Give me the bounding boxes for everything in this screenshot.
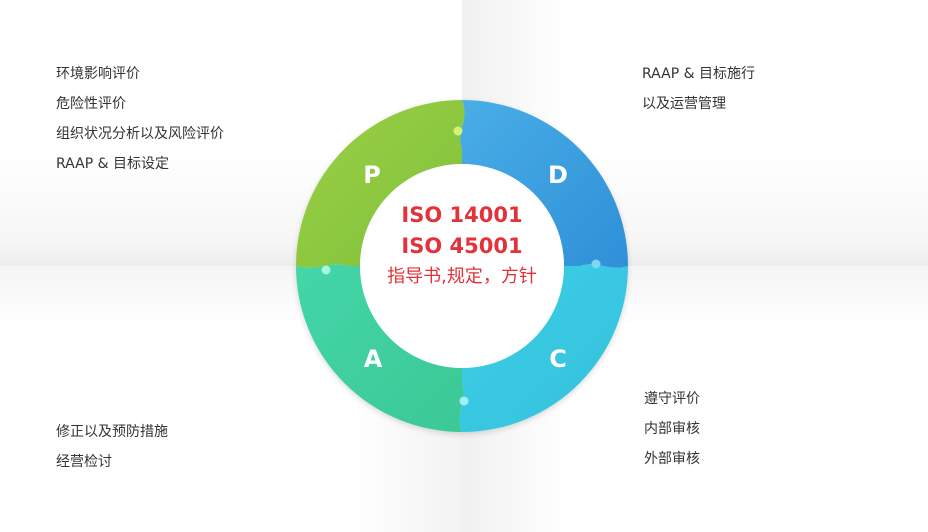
connector-dot: [459, 396, 469, 406]
plan-item: 组织状况分析以及风险评价: [56, 126, 224, 142]
check-quadrant: [459, 264, 628, 432]
plan-letter: P: [363, 161, 381, 189]
act-quadrant: [296, 264, 464, 432]
check-item: 内部审核: [644, 421, 700, 437]
plan-item: 危险性评价: [56, 96, 126, 112]
do-item: 以及运营管理: [642, 96, 726, 112]
plan-description: 环境影响评价 危险性评价 组织状况分析以及风险评价 RAAP & 目标设定: [56, 59, 224, 179]
act-item: 经营检讨: [56, 454, 112, 470]
do-item: RAAP & 目标施行: [642, 66, 755, 82]
plan-item: RAAP & 目标设定: [56, 156, 169, 172]
center-circle: [360, 164, 564, 368]
plan-quadrant: [296, 100, 465, 268]
connector-dot: [591, 259, 601, 269]
do-quadrant: [460, 100, 628, 268]
center-label: ISO 14001 ISO 45001 指导书,规定，方针: [362, 200, 562, 292]
connector-dot: [453, 126, 463, 136]
act-item: 修正以及预防措施: [56, 424, 168, 440]
center-line-iso14001: ISO 14001: [401, 203, 523, 227]
check-item: 遵守评价: [644, 391, 700, 407]
connector-dot: [321, 265, 331, 275]
do-description: RAAP & 目标施行 以及运营管理: [642, 59, 755, 119]
plan-item: 环境影响评价: [56, 66, 140, 82]
center-line-iso45001: ISO 45001: [401, 234, 523, 258]
check-letter: C: [549, 345, 567, 373]
act-description: 修正以及预防措施 经营检讨: [56, 417, 168, 477]
do-letter: D: [548, 161, 568, 189]
center-line-guidance: 指导书,规定，方针: [387, 266, 537, 287]
check-item: 外部审核: [644, 451, 700, 467]
act-letter: A: [364, 345, 383, 373]
check-description: 遵守评价 内部审核 外部审核: [644, 384, 700, 474]
